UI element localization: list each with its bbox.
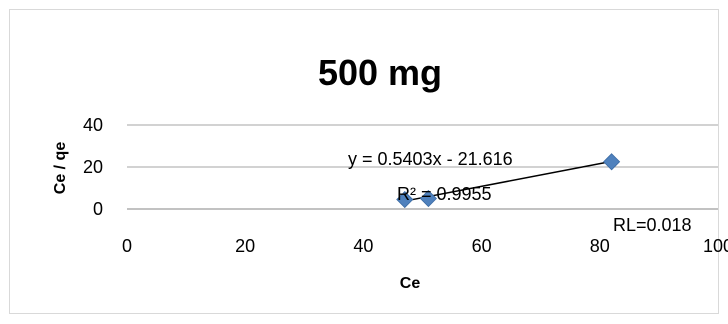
data-point-marker <box>396 190 414 209</box>
x-tick-label: 80 <box>590 236 610 256</box>
y-tick-labels: 0 20 40 <box>83 115 103 219</box>
data-point-marker <box>419 189 437 208</box>
chart-title: 500 mg <box>318 52 442 93</box>
chart-border <box>9 9 719 314</box>
x-tick-label: 60 <box>472 236 492 256</box>
data-points <box>396 153 621 209</box>
y-axis-title: Ce / qe <box>52 142 69 195</box>
rl-annotation: RL=0.018 <box>613 215 692 235</box>
y-tick-label: 20 <box>83 157 103 177</box>
x-axis-title: Ce <box>400 275 421 292</box>
x-tick-label: 20 <box>235 236 255 256</box>
x-tick-label: 100 <box>703 236 728 256</box>
y-tick-label: 40 <box>83 115 103 135</box>
data-point-marker <box>603 153 621 171</box>
gridlines <box>127 124 718 168</box>
y-tick-label: 0 <box>93 199 103 219</box>
r-squared-label: R² = 0.9955 <box>397 184 492 204</box>
trendline-equation: y = 0.5403x - 21.616 <box>348 149 513 169</box>
trendline <box>404 160 612 202</box>
x-tick-labels: 0 20 40 60 80 100 <box>122 236 728 256</box>
x-tick-label: 0 <box>122 236 132 256</box>
x-tick-label: 40 <box>353 236 373 256</box>
